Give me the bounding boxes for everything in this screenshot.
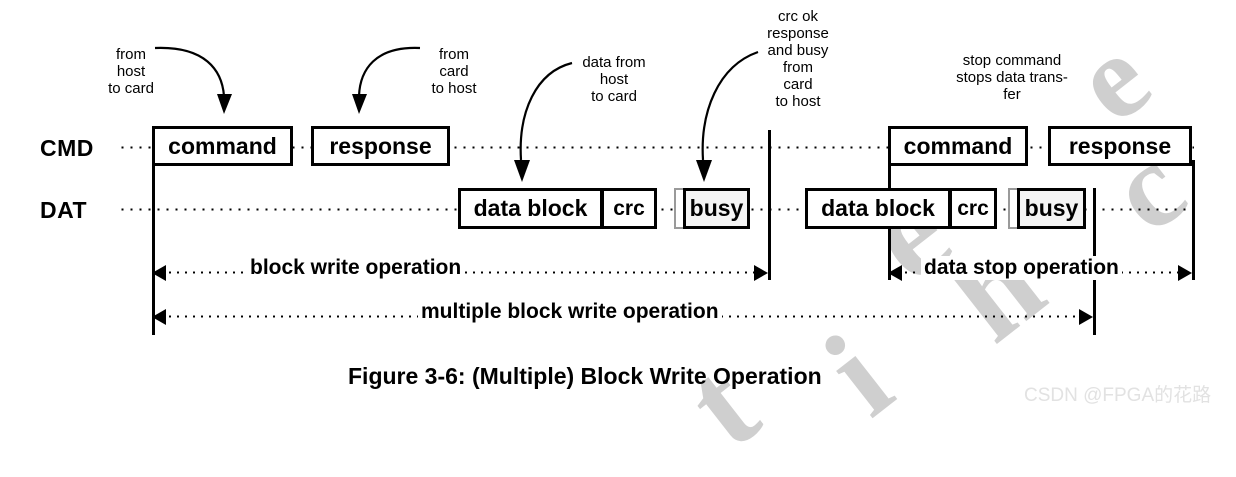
span-block-write-arrow-left — [152, 265, 166, 281]
cmd-packet-command-1[interactable]: command — [152, 126, 293, 166]
packet-label: crc — [957, 196, 989, 220]
vline-block-end — [768, 130, 771, 280]
arrow-card-to-host — [352, 46, 421, 114]
dat-packet-crc-2[interactable]: crc — [949, 188, 997, 229]
dat-packet-data-block-1[interactable]: data block — [458, 188, 603, 229]
figure-caption: Figure 3-6: (Multiple) Block Write Opera… — [348, 363, 822, 389]
cmd-packet-response-1[interactable]: response — [311, 126, 450, 166]
span-multiple-arrow-right — [1079, 309, 1093, 325]
arrow-crc-ok — [696, 50, 759, 182]
span-block-write-arrow-right — [754, 265, 768, 281]
span-multiple-label: multiple block write operation — [418, 300, 722, 324]
dat-packet-crc-1[interactable]: crc — [601, 188, 657, 229]
span-block-write-label: block write operation — [247, 256, 465, 280]
packet-label: busy — [689, 195, 744, 221]
dat-row-label: DAT — [40, 197, 88, 223]
dat-packet-busy-2[interactable]: busy — [1017, 188, 1086, 229]
cmd-packet-command-2[interactable]: command — [888, 126, 1028, 166]
span-multiple-arrow-left — [152, 309, 166, 325]
cmd-packet-response-2[interactable]: response — [1048, 126, 1192, 166]
csdn-credit-watermark: CSDN @FPGA的花路 — [1024, 385, 1212, 406]
packet-label: response — [329, 132, 432, 159]
span-data-stop-arrow-left — [888, 265, 902, 281]
arrow-host-to-card — [154, 46, 232, 114]
span-data-stop-label: data stop operation — [921, 256, 1122, 280]
cmd-row-label: CMD — [40, 135, 94, 161]
packet-label: crc — [613, 196, 645, 220]
span-data-stop-arrow-right — [1178, 265, 1192, 281]
note-card-to-host: from card to host — [431, 46, 477, 97]
packet-label: data block — [821, 195, 935, 221]
note-data-host-to-card: data from host to card — [582, 54, 646, 105]
vline-end — [1192, 160, 1195, 280]
figure-canvas: e c h i t e CSDN @FPGA的花路 CMD DAT comman… — [40, 8, 1212, 475]
packet-label: command — [903, 132, 1013, 159]
vline-start — [152, 130, 155, 335]
note-stop-command: stop command stops data trans- fer — [956, 52, 1068, 103]
packet-label: data block — [473, 195, 588, 221]
packet-label: response — [1068, 132, 1172, 159]
dat-packet-busy-1[interactable]: busy — [683, 188, 750, 229]
dat-packet-data-block-2[interactable]: data block — [805, 188, 951, 229]
packet-label: command — [168, 132, 277, 159]
note-host-to-card: from host to card — [108, 46, 154, 97]
note-crc-ok: crc ok response and busy from card to ho… — [767, 8, 829, 110]
cmd-bus-line — [118, 146, 1194, 149]
arrow-data-host-to-card — [514, 61, 573, 182]
packet-label: busy — [1024, 195, 1079, 221]
